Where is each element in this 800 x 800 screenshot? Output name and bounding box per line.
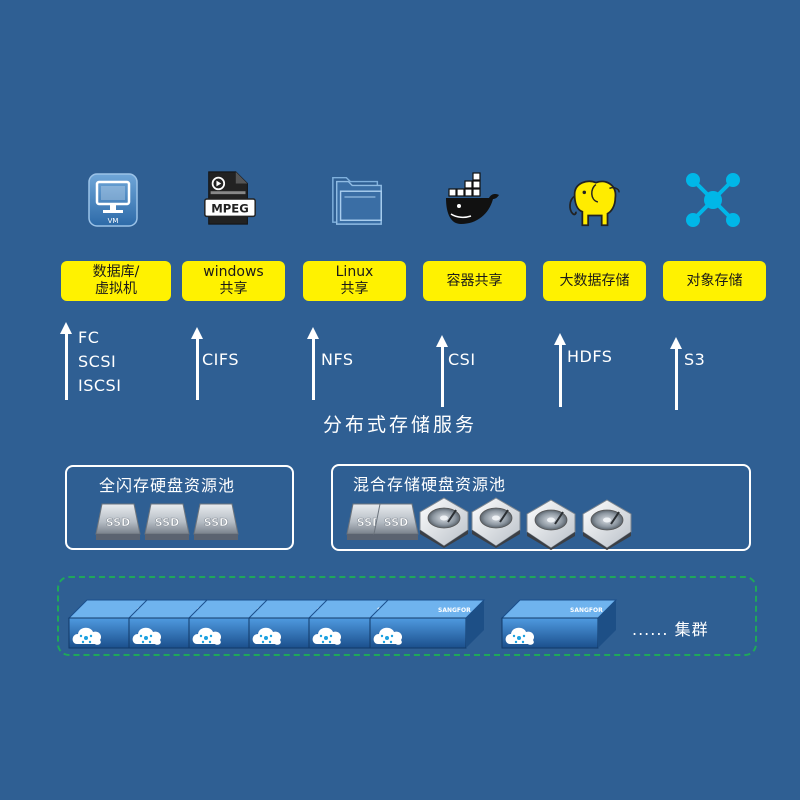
protocol-cifs: CIFS: [202, 350, 239, 369]
service-bigdata-storage: 大数据存储: [543, 261, 646, 301]
svg-text:SSD: SSD: [106, 516, 130, 529]
svg-text:SANGFOR: SANGFOR: [570, 607, 603, 614]
all-flash-pool: 全闪存硬盘资源池: [65, 465, 294, 550]
service-object-storage: 对象存储: [663, 261, 766, 301]
protocol-nfs: NFS: [321, 350, 354, 369]
protocol-csi: CSI: [448, 350, 476, 369]
hadoop-elephant-icon: [569, 180, 620, 227]
sangfor-server-icon: SANGFOR: [500, 599, 618, 649]
hdd-drive-icon: [582, 499, 632, 550]
mpeg-label: MPEG: [211, 202, 249, 216]
vm-monitor-icon: VM: [88, 173, 138, 227]
vm-label: VM: [108, 217, 119, 225]
ssd-drive-icon: SSD: [95, 503, 141, 540]
ssd-drive-icon: SSD: [193, 503, 239, 540]
sangfor-server-icon: SANGFOR: [368, 599, 486, 649]
hdd-drive-icon: [526, 499, 576, 550]
svg-text:SANGFOR: SANGFOR: [438, 607, 471, 614]
ssd-drive-icon: SSD: [373, 503, 419, 540]
object-network-icon: [686, 173, 740, 227]
service-database-vm: 数据库/虚拟机: [61, 261, 171, 301]
folder-icon: [332, 176, 382, 225]
cluster-group: [57, 576, 757, 656]
protocol-s3: S3: [684, 350, 706, 369]
cluster-label: ...... 集群: [632, 620, 709, 639]
service-container-share: 容器共享: [423, 261, 526, 301]
docker-whale-icon: [446, 172, 499, 224]
hdd-drive-icon: [471, 497, 521, 548]
all-flash-pool-title: 全闪存硬盘资源池: [99, 476, 236, 495]
svg-text:SSD: SSD: [155, 516, 179, 529]
hybrid-pool-title: 混合存储硬盘资源池: [353, 475, 507, 494]
svg-text:SSD: SSD: [204, 516, 228, 529]
hybrid-pool: 混合存储硬盘资源池: [331, 464, 751, 551]
hdd-drive-icon: [419, 497, 469, 548]
svg-text:SSD: SSD: [384, 516, 408, 529]
protocol-hdfs: HDFS: [567, 347, 613, 366]
ssd-drive-icon: SSD: [144, 503, 190, 540]
mpeg-file-icon: MPEG: [204, 171, 256, 225]
distributed-storage-service-label: 分布式存储服务: [322, 414, 477, 436]
